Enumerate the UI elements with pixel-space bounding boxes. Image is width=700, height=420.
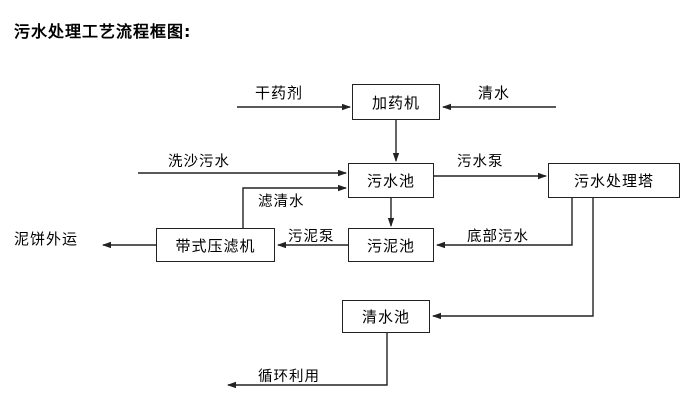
node-wastewater-treatment-tower[interactable]: 污水处理塔 — [548, 163, 680, 198]
edge-tower-to-sludge-pool — [436, 198, 573, 249]
node-wastewater-pool[interactable]: 污水池 — [348, 163, 434, 198]
node-belt-filter-press[interactable]: 带式压滤机 — [156, 228, 275, 262]
label-mud-cake-output: 泥饼外运 — [14, 230, 79, 248]
label-bottom-wastewater: 底部污水 — [467, 229, 529, 245]
node-label: 带式压滤机 — [175, 236, 256, 255]
node-sludge-pool[interactable]: 污泥池 — [348, 228, 434, 262]
node-label: 加药机 — [371, 93, 420, 112]
label-filtered-water: 滤清水 — [258, 194, 305, 210]
label-dry-chemical-input: 干药剂 — [255, 84, 304, 102]
node-label: 污水池 — [366, 172, 415, 190]
label-clean-water-input: 清水 — [478, 84, 511, 102]
node-label: 污泥池 — [366, 236, 415, 255]
edge-tower-to-clean-water-pool — [432, 198, 594, 320]
label-sand-wash-wastewater: 洗沙污水 — [168, 154, 230, 170]
label-recycle-reuse: 循环利用 — [258, 369, 320, 385]
node-label: 清水池 — [361, 308, 410, 326]
label-wastewater-pump: 污水泵 — [457, 154, 504, 170]
label-sludge-pump: 污泥泵 — [288, 229, 335, 245]
node-clean-water-pool[interactable]: 清水池 — [342, 300, 430, 333]
page-title: 污水处理工艺流程框图: — [14, 22, 192, 41]
edge-filtered-to-wastewater-pool — [242, 184, 347, 228]
node-label: 污水处理塔 — [573, 172, 654, 190]
node-dosing-machine[interactable]: 加药机 — [352, 84, 440, 120]
edge-clean-water-pool-to-reuse — [227, 333, 388, 389]
